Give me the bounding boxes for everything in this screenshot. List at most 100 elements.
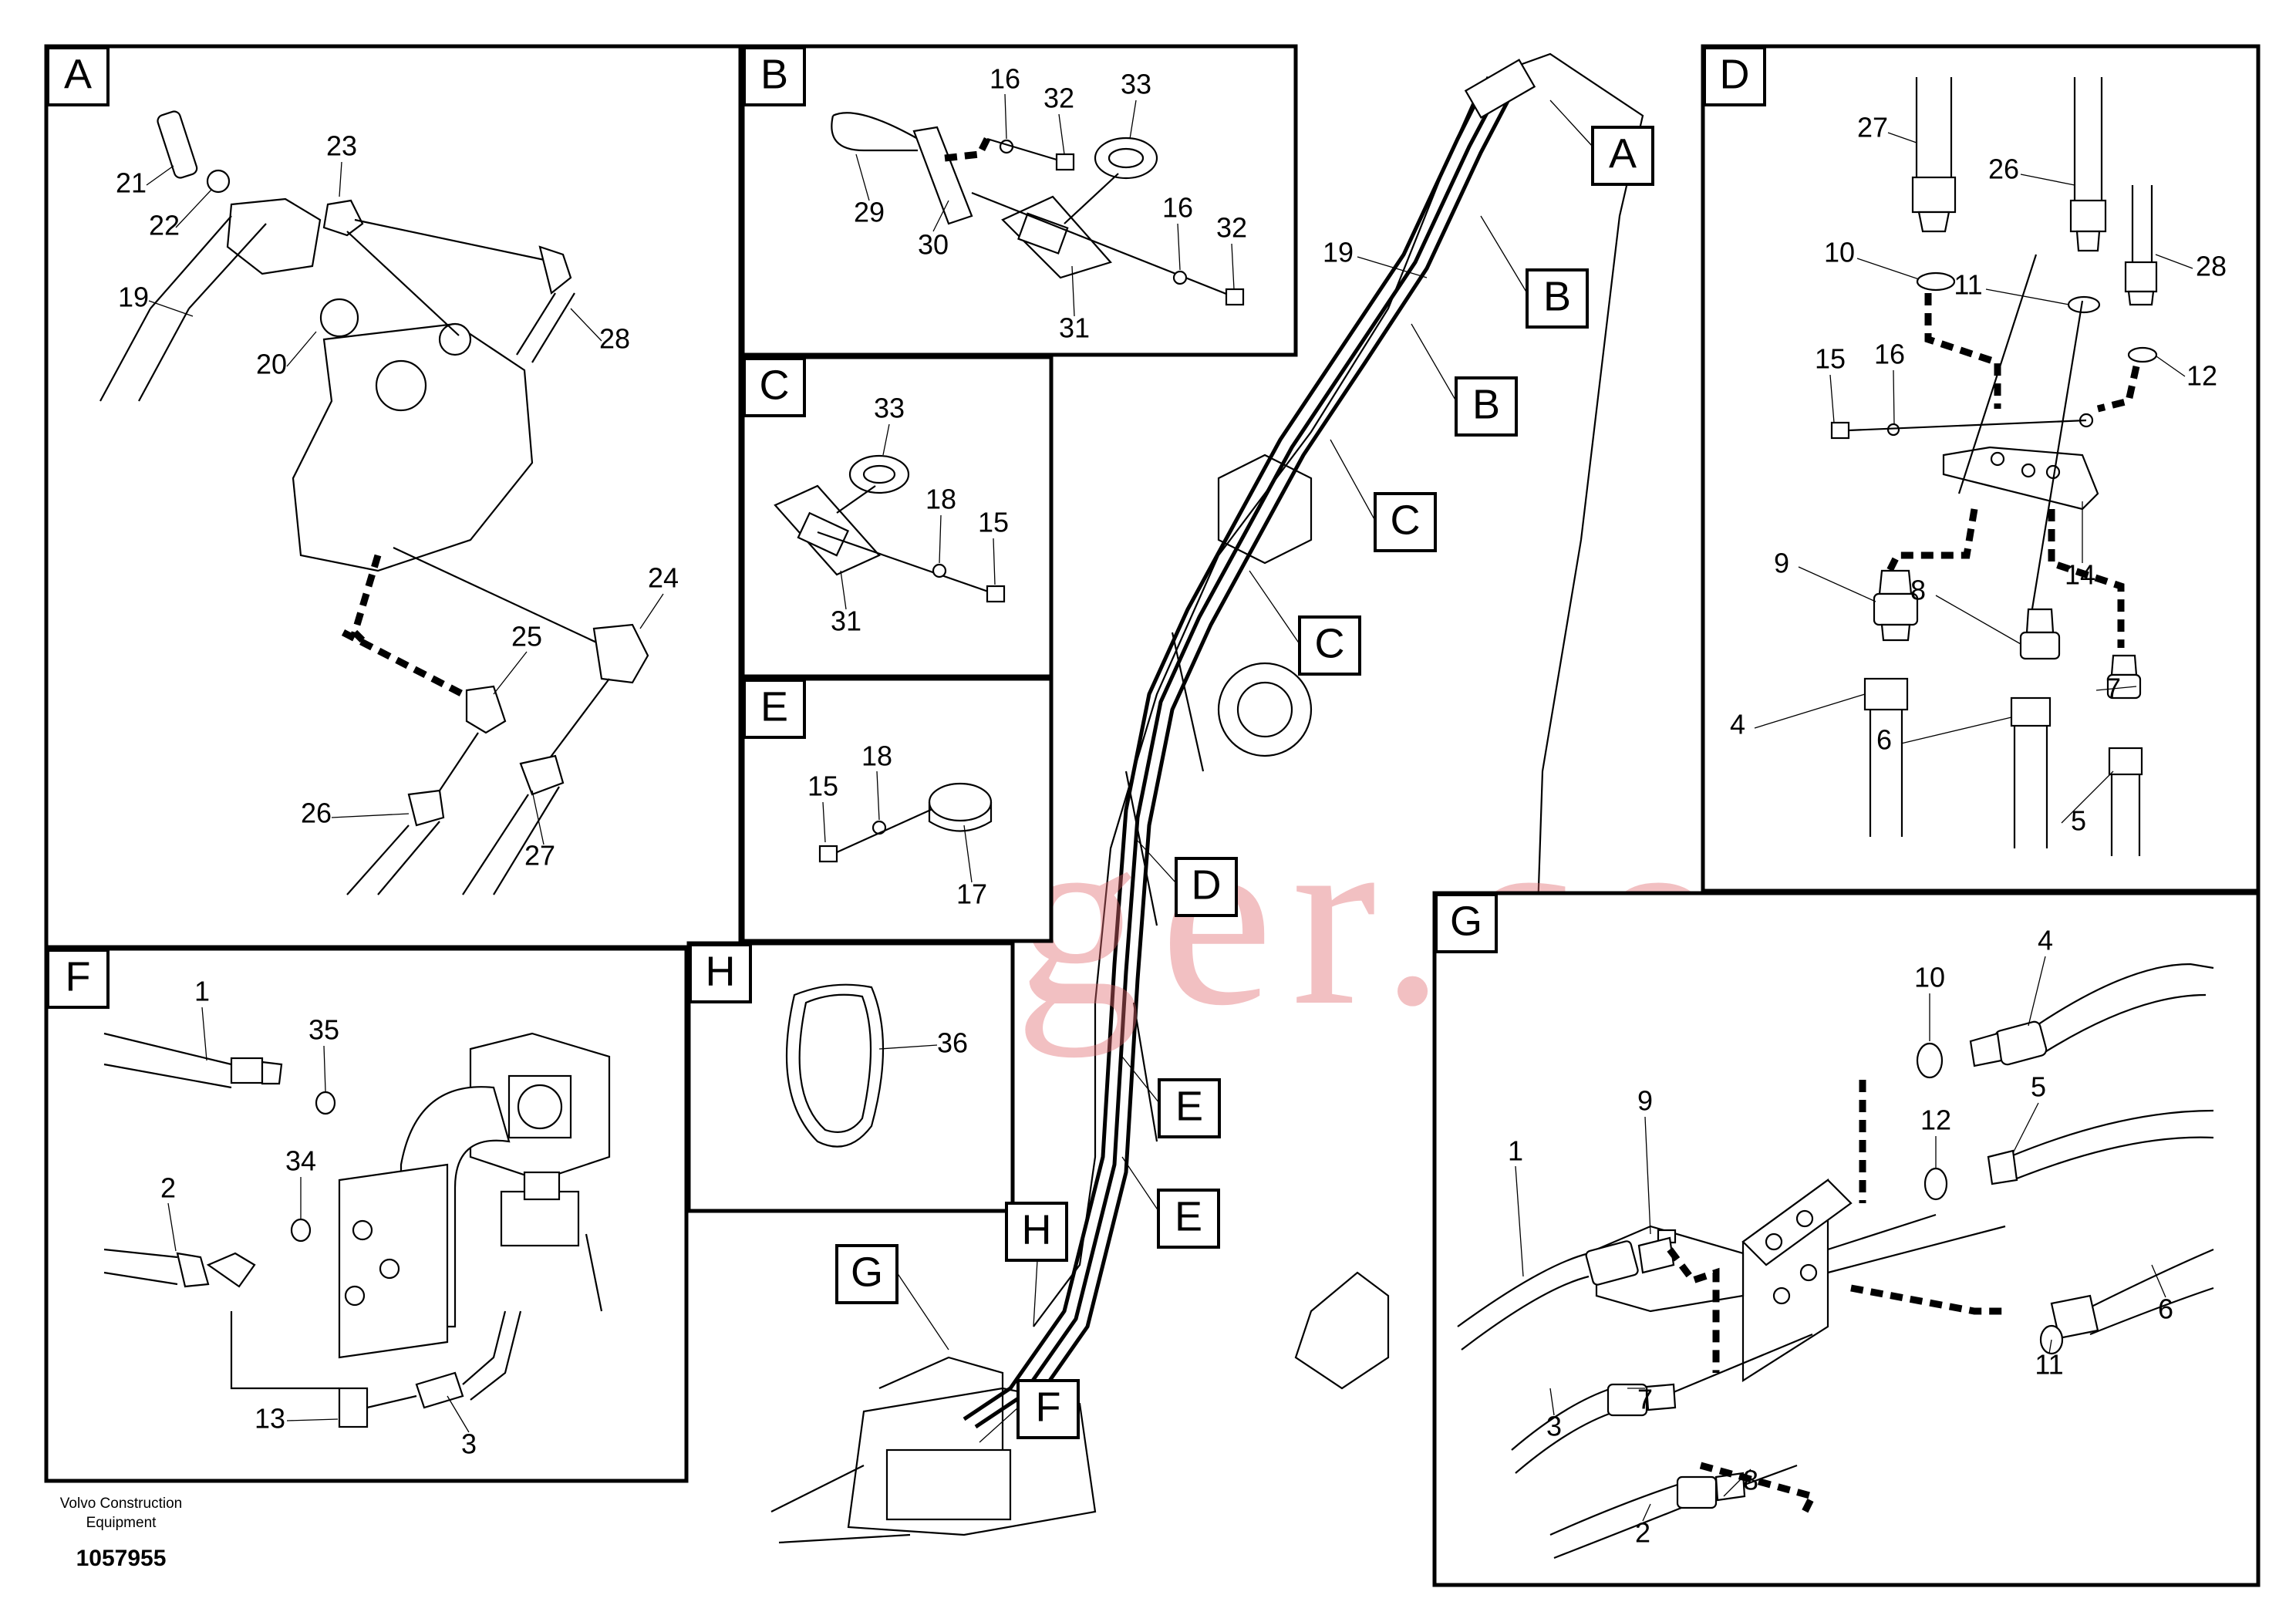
panel-c-label: C bbox=[760, 362, 790, 408]
panel-c-callouts: 33 18 15 31 bbox=[831, 393, 1009, 637]
callout-2: 2 bbox=[160, 1172, 176, 1204]
callout-6: 6 bbox=[1876, 724, 1892, 756]
callout-22: 22 bbox=[149, 210, 180, 241]
overview-tag-c1: C bbox=[1391, 497, 1421, 543]
overview-boom-drawing bbox=[770, 52, 1644, 1544]
callout-4: 4 bbox=[1730, 709, 1745, 740]
callout-1: 1 bbox=[194, 976, 210, 1007]
callout-2: 2 bbox=[1635, 1517, 1650, 1549]
callout-10: 10 bbox=[1824, 237, 1855, 268]
callout-31: 31 bbox=[1059, 312, 1090, 344]
drawing-number: 1057955 bbox=[76, 1546, 167, 1571]
callout-36: 36 bbox=[937, 1027, 968, 1059]
panel-g-label: G bbox=[1450, 898, 1482, 944]
overview-tag-b2: B bbox=[1472, 381, 1500, 427]
callout-18: 18 bbox=[925, 484, 956, 515]
callout-12: 12 bbox=[1920, 1104, 1951, 1136]
callout-1: 1 bbox=[1508, 1135, 1523, 1167]
callout-15: 15 bbox=[978, 507, 1009, 538]
overview-tag-a: A bbox=[1609, 130, 1637, 177]
maker-name-line2: Equipment bbox=[86, 1515, 157, 1531]
callout-34: 34 bbox=[285, 1145, 316, 1177]
callout-11: 11 bbox=[1954, 269, 1982, 301]
panel-d-callouts: 27 26 28 10 11 12 15 16 14 9 8 7 4 6 5 bbox=[1730, 112, 2227, 837]
callout-16: 16 bbox=[990, 63, 1020, 95]
panel-h-drawing bbox=[785, 983, 885, 1148]
callout-15: 15 bbox=[807, 771, 838, 802]
callout-35: 35 bbox=[308, 1014, 339, 1046]
panel-e-drawing bbox=[818, 782, 993, 863]
overview-tag-e2: E bbox=[1175, 1193, 1202, 1239]
callout-32b: 32 bbox=[1216, 212, 1247, 244]
panel-d-drawing bbox=[1830, 77, 2158, 856]
panel-a-label: A bbox=[64, 51, 92, 97]
panel-d-label-box bbox=[1703, 46, 1766, 106]
footer: Volvo Construction Equipment 1057955 bbox=[60, 1496, 182, 1571]
callout-33: 33 bbox=[874, 393, 905, 424]
callout-5: 5 bbox=[2031, 1071, 2046, 1103]
panel-g-callouts: 4 10 9 5 12 1 7 11 6 3 8 2 bbox=[1508, 925, 2173, 1549]
callout-20: 20 bbox=[256, 349, 287, 380]
callout-27: 27 bbox=[524, 840, 555, 872]
panel-d-label: D bbox=[1720, 51, 1750, 97]
overview-tag-d: D bbox=[1192, 862, 1222, 908]
callout-11: 11 bbox=[2035, 1349, 2063, 1381]
panel-a-label-box bbox=[46, 46, 110, 106]
callout-32: 32 bbox=[1043, 83, 1074, 114]
panel-b-frame bbox=[740, 44, 1298, 357]
callout-23: 23 bbox=[326, 130, 357, 162]
callout-27: 27 bbox=[1857, 112, 1888, 143]
overview-tag-c2: C bbox=[1315, 620, 1345, 666]
panel-b-label-box bbox=[743, 46, 806, 106]
callout-28: 28 bbox=[599, 323, 630, 355]
panel-f-drawing bbox=[103, 1032, 611, 1428]
callout-8: 8 bbox=[1743, 1465, 1758, 1496]
panel-h-label: H bbox=[706, 948, 736, 994]
panel-b-drawing bbox=[831, 112, 1245, 306]
callout-9: 9 bbox=[1774, 548, 1789, 579]
callout-4: 4 bbox=[2038, 925, 2053, 956]
panel-f-callouts: 1 35 2 34 13 3 bbox=[160, 976, 477, 1460]
callout-3: 3 bbox=[1546, 1411, 1562, 1442]
callout-28: 28 bbox=[2196, 251, 2227, 282]
callout-5: 5 bbox=[2071, 805, 2086, 837]
overview-tag-g: G bbox=[851, 1249, 883, 1295]
callout-17: 17 bbox=[956, 878, 987, 910]
panel-e-label: E bbox=[760, 683, 788, 730]
callout-36-leader bbox=[878, 1044, 938, 1050]
callout-30: 30 bbox=[918, 229, 949, 261]
panel-g-frame bbox=[1432, 891, 2261, 1587]
callout-3: 3 bbox=[461, 1428, 477, 1460]
callout-26: 26 bbox=[301, 798, 332, 829]
panel-b-label: B bbox=[760, 51, 788, 97]
callout-16: 16 bbox=[1874, 339, 1905, 370]
callout-18: 18 bbox=[861, 740, 892, 772]
callout-15: 15 bbox=[1815, 343, 1846, 375]
overview-tag-f: F bbox=[1036, 1384, 1061, 1430]
panel-g-label-box bbox=[1435, 893, 1498, 953]
panel-a-drawing bbox=[99, 110, 649, 895]
panel-g-drawing bbox=[1457, 963, 2214, 1560]
callout-12: 12 bbox=[2186, 360, 2217, 392]
panel-f-label: F bbox=[66, 953, 91, 1000]
overview-tag-e1: E bbox=[1175, 1083, 1203, 1129]
callout-7: 7 bbox=[1637, 1384, 1653, 1415]
overview-tags: A B B C C D E E G H F 19 bbox=[835, 99, 1654, 1443]
callout-19: 19 bbox=[118, 282, 149, 313]
callout-14: 14 bbox=[2065, 559, 2095, 591]
callout-13: 13 bbox=[255, 1403, 285, 1435]
callout-9: 9 bbox=[1637, 1085, 1653, 1117]
maker-name-line1: Volvo Construction bbox=[60, 1496, 182, 1512]
callout-31: 31 bbox=[831, 605, 861, 637]
callout-6: 6 bbox=[2158, 1293, 2173, 1325]
panel-e-label-box bbox=[743, 679, 806, 739]
overview-tag-b1: B bbox=[1543, 273, 1571, 319]
callout-21: 21 bbox=[116, 167, 147, 199]
callout-29: 29 bbox=[854, 197, 885, 228]
panel-e-callouts: 15 18 17 bbox=[807, 740, 987, 910]
callout-8: 8 bbox=[1910, 575, 1926, 606]
panel-f-label-box bbox=[46, 949, 110, 1009]
panel-h-label-box bbox=[689, 943, 752, 1003]
callout-26: 26 bbox=[1988, 153, 2019, 185]
overview-callout-19: 19 bbox=[1323, 237, 1354, 268]
